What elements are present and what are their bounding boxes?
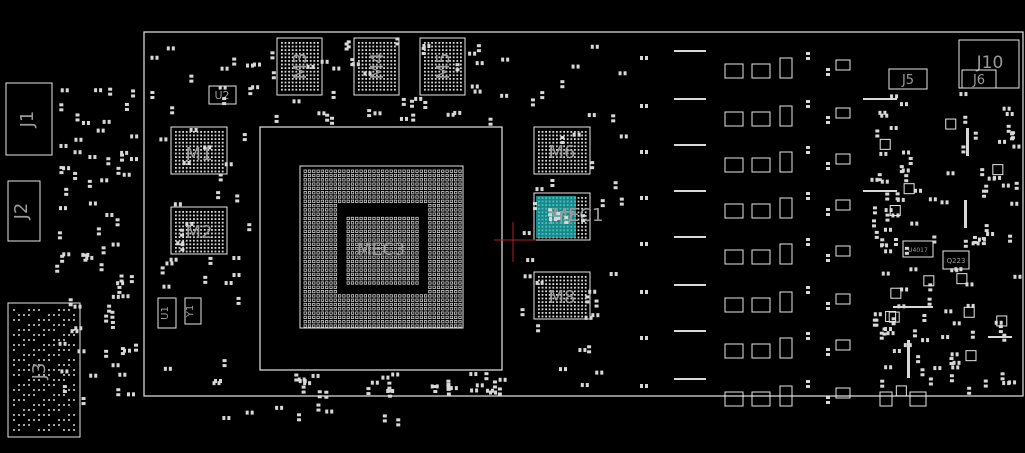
- crosshair-cursor: [494, 222, 536, 262]
- memory-m6-label: M6: [549, 142, 576, 163]
- connector-j10[interactable]: J10: [958, 39, 1020, 89]
- board-outline: [143, 31, 1024, 397]
- connector-j1-outline: [5, 82, 53, 156]
- connector-j1[interactable]: J1: [5, 82, 53, 156]
- memory-m1-outline: [170, 126, 228, 175]
- memory-m6[interactable]: M6: [533, 126, 591, 175]
- connector-j2[interactable]: J2: [7, 180, 41, 242]
- connector-j5-outline: [888, 68, 928, 90]
- ic-u4017-label: U4017: [908, 247, 928, 254]
- memory-m1-balls: [175, 131, 224, 173]
- memory-m5-outline: [419, 37, 466, 96]
- memory-m2-balls: [175, 211, 224, 253]
- connector-j2-outline: [7, 180, 41, 242]
- connector-j6-label: J6: [972, 73, 985, 88]
- connector-j6-outline: [961, 69, 997, 89]
- crystal-y1-label: Y1: [185, 305, 196, 318]
- ic-u4017-outline: [902, 240, 934, 258]
- gpu-package-outline: [259, 126, 503, 371]
- memory-m7-outline: [533, 192, 591, 241]
- gpu-die-outline: [299, 165, 464, 329]
- memory-m2[interactable]: M2: [170, 206, 228, 255]
- memory-m1[interactable]: M1: [170, 126, 228, 175]
- ic-u1[interactable]: U1: [157, 297, 177, 329]
- memory-m3-label: M3: [290, 53, 311, 80]
- connector-j3[interactable]: J3: [7, 302, 81, 438]
- memory-m3-outline: [276, 37, 323, 96]
- connector-j3-label: J3: [29, 363, 50, 381]
- connector-j2-label: J2: [11, 203, 32, 221]
- ic-u2-label: U2: [214, 89, 229, 102]
- memory-m4-balls: [358, 42, 396, 91]
- crystal-y1-outline: [184, 297, 202, 325]
- memory-m7-label: M7: [549, 208, 576, 229]
- gpu-ball-grid: [303, 169, 462, 328]
- connector-j10-label: J10: [976, 53, 1004, 73]
- memory-m6-outline: [533, 126, 591, 175]
- memory-m6-balls: [538, 131, 587, 173]
- memory-m7[interactable]: M7 MEC1: [533, 192, 604, 241]
- ic-u1-label: U1: [160, 306, 171, 320]
- mec1-label: MEC1: [553, 205, 604, 226]
- ic-u1-outline: [157, 297, 177, 329]
- gpu-package[interactable]: MEC3: [259, 126, 503, 371]
- memory-m5[interactable]: M5: [419, 37, 466, 96]
- memory-m2-outline: [170, 206, 228, 255]
- crystal-y1[interactable]: Y1: [184, 297, 202, 325]
- connector-j5-label: J5: [901, 73, 914, 88]
- passive-components: [55, 37, 1022, 427]
- connector-j5[interactable]: J5: [888, 68, 928, 90]
- memory-m8-label: M8: [549, 287, 576, 308]
- memory-m4[interactable]: M4: [353, 37, 400, 96]
- memory-m5-label: M5: [433, 53, 454, 80]
- transistor-q223[interactable]: Q223: [942, 250, 970, 270]
- ic-u2[interactable]: U2: [208, 85, 237, 105]
- memory-m3[interactable]: M3: [276, 37, 323, 96]
- memory-m4-outline: [353, 37, 400, 96]
- memory-m3-balls: [281, 42, 319, 91]
- connector-j3-outline: [7, 302, 81, 438]
- memory-m8-outline: [533, 271, 591, 320]
- memory-m7-highlight: [536, 196, 576, 238]
- transistor-q223-label: Q223: [947, 257, 966, 265]
- memory-m2-label: M2: [186, 222, 213, 243]
- connector-j6[interactable]: J6: [961, 69, 997, 89]
- memory-m4-label: M4: [367, 53, 388, 80]
- connector-j3-pins: [13, 309, 75, 431]
- connector-j1-label: J1: [17, 111, 38, 129]
- ic-u4017[interactable]: U4017: [902, 240, 934, 258]
- memory-m8[interactable]: M8: [533, 271, 591, 320]
- gpu-label: MEC3: [357, 240, 405, 260]
